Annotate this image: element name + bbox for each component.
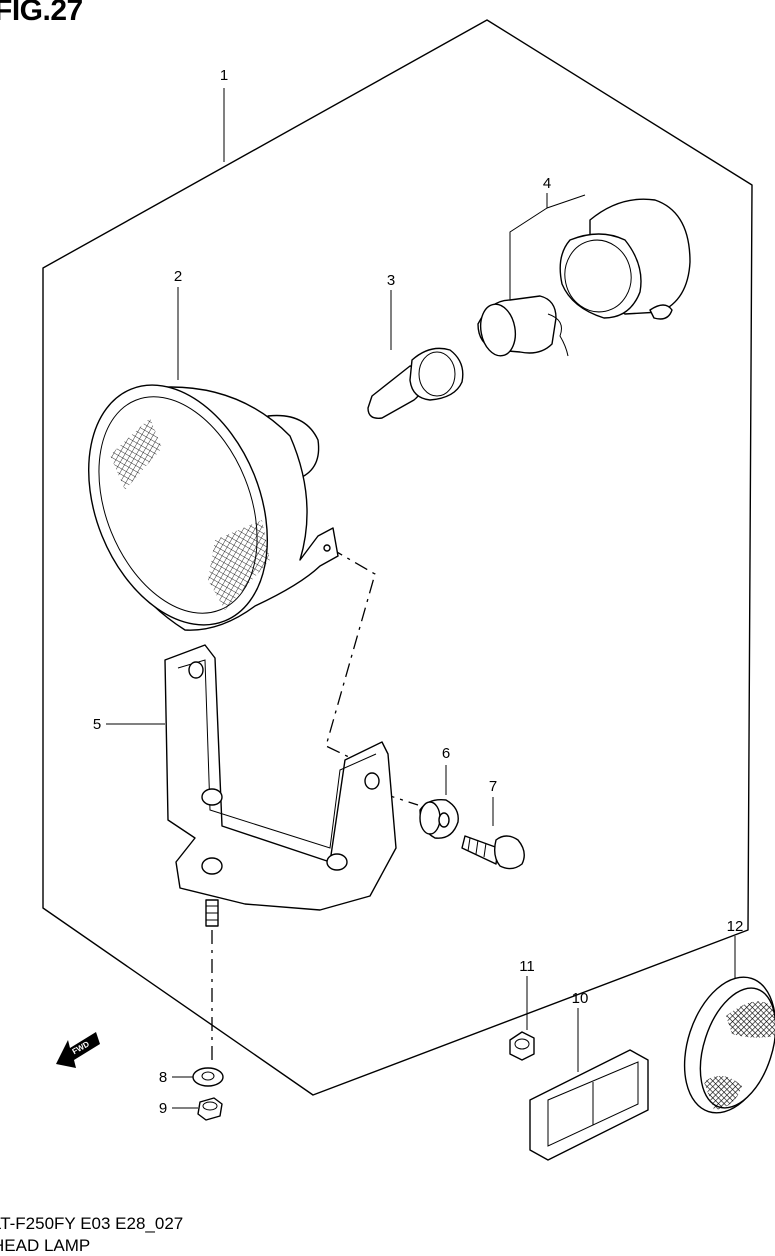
washer-icon (192, 1067, 224, 1087)
figure-title: FIG.27 (0, 0, 83, 27)
callout-6: 6 (442, 745, 450, 762)
bracket-icon (164, 644, 397, 927)
callout-3: 3 (387, 272, 395, 289)
callout-1: 1 (220, 67, 228, 84)
callout-11: 11 (519, 958, 535, 975)
bulb-icon (367, 347, 464, 419)
reflector-icon (529, 1049, 649, 1161)
callout-5: 5 (93, 716, 101, 733)
cushion-icon (419, 799, 459, 839)
model-code-caption: LT-F250FY E03 E28_027 (0, 1214, 184, 1233)
callout-2: 2 (174, 268, 182, 285)
assembly-name-caption: HEAD LAMP (0, 1236, 91, 1255)
callout-7: 7 (489, 778, 497, 795)
callout-8: 8 (159, 1069, 167, 1086)
callout-numbers: 1 2 3 4 5 6 7 8 9 10 11 12 (93, 67, 744, 1117)
leader-lines (106, 88, 736, 1109)
small-nut-icon (509, 1031, 535, 1061)
socket-cover-icon (477, 198, 691, 357)
bolt-icon (461, 835, 525, 870)
callout-12: 12 (727, 918, 744, 935)
callout-10: 10 (572, 990, 589, 1007)
headlamp-unit-icon (88, 384, 339, 631)
round-reflector-icon (683, 976, 775, 1114)
nut-icon (197, 1097, 223, 1121)
forward-arrow-icon: FWD (56, 1032, 100, 1068)
callout-4: 4 (543, 175, 551, 192)
callout-9: 9 (159, 1100, 167, 1117)
assembly-boundary (42, 19, 753, 1096)
